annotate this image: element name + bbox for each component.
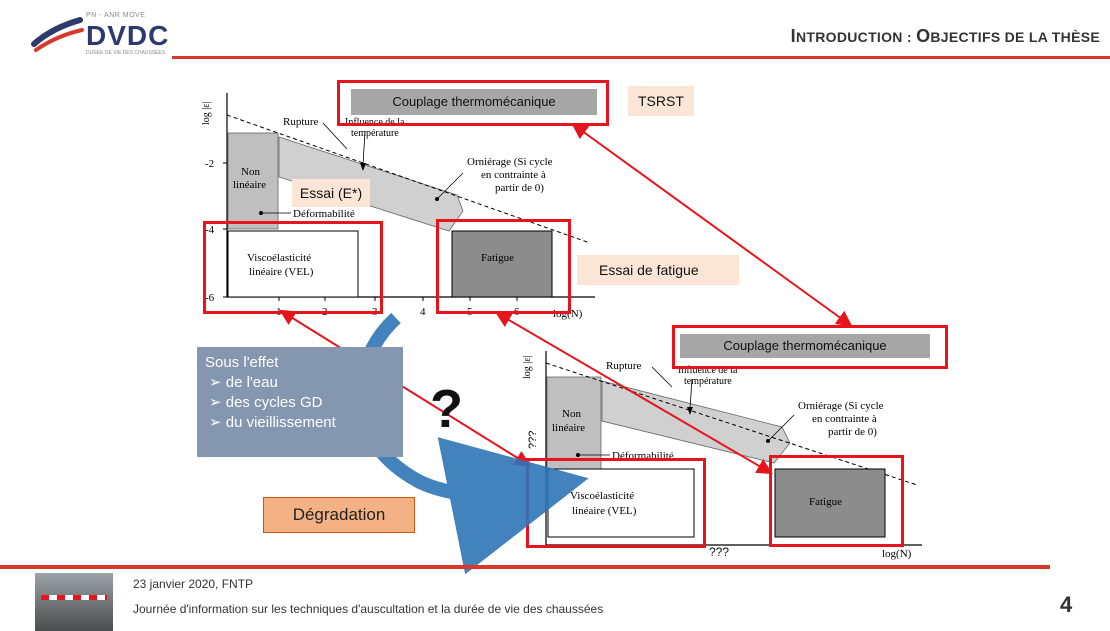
top-rupture-label: Rupture (283, 116, 319, 128)
title-part-2: BJECTIFS DE LA THÈSE (930, 29, 1100, 45)
slide-title: INTRODUCTION : OBJECTIFS DE LA THÈSE (791, 26, 1100, 47)
arrow-coupling-link (571, 123, 853, 327)
logo-main-text: DVDC (86, 20, 170, 51)
title-initial-1: I (790, 26, 796, 46)
bottom-coupling-highlight (672, 325, 948, 369)
bottom-x-axis-label: log(N) (882, 548, 912, 560)
top-x-tick-3: 4 (420, 306, 426, 318)
tsrst-label: TSRST (628, 86, 694, 116)
question-mark: ? (430, 379, 463, 439)
top-vel-highlight (203, 221, 383, 314)
essai-fatigue-label: Essai de fatigue (577, 255, 739, 285)
top-y-tick-1: -4 (205, 224, 215, 236)
dvdc-logo (31, 17, 84, 52)
bottom-fatigue-highlight (769, 455, 904, 547)
sous-effet-item-cycles: ➢ des cycles GD (205, 393, 395, 413)
bottom-fatigue-label: Fatigue (809, 496, 842, 508)
title-part-1: NTRODUCTION : (795, 29, 917, 45)
bullet-arrow-icon: ➢ (209, 394, 226, 411)
title-initial-2: O (916, 26, 931, 46)
bottom-unknown-x: ??? (709, 545, 730, 559)
footer-date: 23 janvier 2020, FNTP (133, 577, 254, 591)
bullet-arrow-icon: ➢ (209, 414, 226, 431)
page-number: 4 (1060, 592, 1073, 617)
degradation-label: Dégradation (263, 497, 415, 533)
bottom-unknown-y: ??? (527, 431, 539, 449)
top-deformabilite-label: Déformabilité (293, 208, 355, 220)
bottom-rupture-label: Rupture (606, 360, 642, 372)
bottom-vel-highlight (526, 458, 706, 548)
footer-rule (0, 565, 1050, 569)
bullet-arrow-icon: ➢ (209, 374, 226, 391)
top-coupling-highlight (337, 80, 609, 126)
top-coupling-bar: Couplage thermomécanique (351, 89, 597, 115)
bottom-y-axis-label: log |ε| (522, 356, 533, 379)
logo-top-text: PN - ANR MOVE (86, 12, 146, 19)
top-y-tick-2: -6 (205, 292, 215, 304)
sous-effet-heading: Sous l'effet (205, 354, 279, 371)
sous-effet-item-text: de l'eau (225, 374, 278, 391)
logo-sub-text: DURÉE DE VIE DES CHAUSSÉES (86, 50, 166, 56)
top-y-tick-0: -2 (205, 158, 214, 170)
sous-effet-item-vieillissement: ➢ du vieillissement (205, 413, 395, 433)
top-fatigue-label: Fatigue (481, 252, 514, 264)
top-fatigue-highlight (436, 219, 571, 314)
footer-description: Journée d'information sur les techniques… (133, 602, 604, 616)
top-y-axis-label: log |ε| (201, 102, 212, 125)
sous-effet-item-text: des cycles GD (225, 394, 323, 411)
footer-road-photo (35, 573, 113, 631)
sous-effet-item-eau: ➢ de l'eau (205, 373, 395, 393)
sous-effet-box: Sous l'effet ➢ de l'eau ➢ des cycles GD … (197, 347, 403, 457)
sous-effet-item-text: du vieillissement (225, 414, 336, 431)
title-underline (172, 56, 1110, 59)
essai-e-label: Essai (E*) (292, 179, 370, 207)
